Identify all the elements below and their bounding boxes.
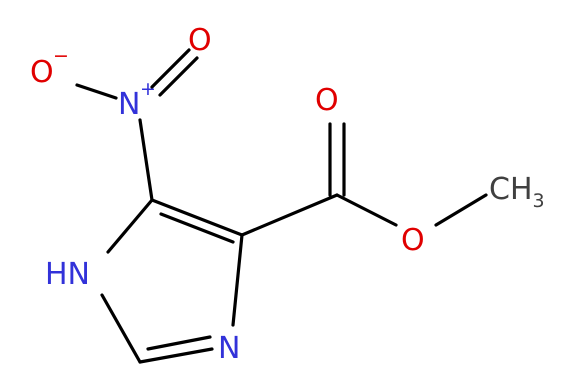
- atoms: O − N + O O O CH3 HN N: [30, 23, 545, 366]
- atom-o-minus: O: [30, 55, 54, 90]
- bond-c2-n3: [138, 347, 214, 364]
- bond-n-ominus: [75, 83, 118, 100]
- ch3-subscript: 3: [533, 190, 545, 212]
- bond-n3-c4: [231, 233, 244, 327]
- bond-n-c5: [138, 118, 154, 202]
- bond-n-o-double-a: [150, 48, 191, 89]
- bond-oester-ch3: [434, 193, 488, 227]
- bond-c-oester: [335, 193, 398, 227]
- bond-c5-c4: [150, 198, 244, 237]
- atom-n-ring: N: [218, 331, 240, 366]
- bond-c5-n1: [106, 198, 154, 254]
- bond-c4-ccarbonyl: [240, 193, 339, 237]
- atom-n-plus: N: [118, 87, 140, 122]
- bond-n1-c2: [100, 293, 142, 364]
- atom-nh: HN: [45, 257, 90, 292]
- charge-plus: +: [140, 78, 156, 100]
- atom-o-ester: O: [401, 223, 425, 258]
- charge-minus: −: [53, 45, 69, 67]
- atom-o-carbonyl: O: [315, 83, 339, 118]
- ch3-label: CH: [489, 172, 533, 207]
- bonds: [75, 48, 488, 364]
- bond-c2-n3-inner: [146, 335, 212, 351]
- bond-c5-c4-inner: [159, 212, 235, 244]
- atom-o-nitro: O: [188, 23, 212, 58]
- atom-ch3: CH3: [489, 172, 545, 212]
- bond-n-o-double-b: [158, 56, 199, 97]
